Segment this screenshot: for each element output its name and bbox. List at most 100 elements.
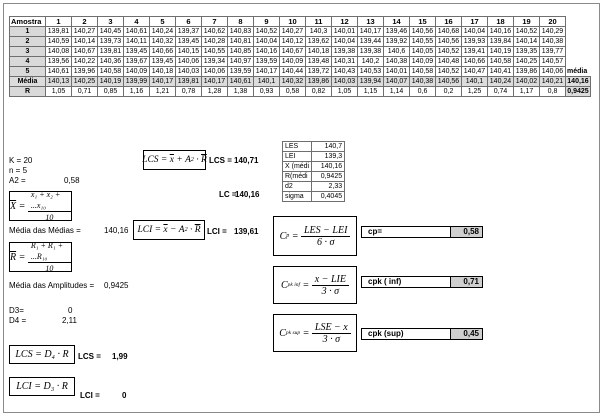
range-cell: 0,58 — [279, 86, 306, 97]
table-cell: 140,18 — [149, 66, 176, 77]
table-cell: 139,62 — [305, 36, 332, 47]
media-cell: 140,17 — [149, 76, 176, 87]
sample-header: 7 — [201, 16, 228, 27]
table-cell: 140,09 — [409, 56, 436, 67]
table-cell: 140,06 — [175, 56, 202, 67]
lcs-x-formula-text: LCS — [142, 155, 159, 165]
table-cell: 140,03 — [175, 66, 202, 77]
table-cell: 140,61 — [45, 66, 72, 77]
table-cell: 140,09 — [123, 66, 150, 77]
media-overall-value: 140,16 — [565, 76, 591, 87]
range-cell: 0,2 — [435, 86, 462, 97]
range-cell: 0,8 — [539, 86, 566, 97]
table-cell: 139,45 — [123, 46, 150, 57]
table-cell: 140,67 — [279, 46, 306, 57]
spec-key: X (médi — [281, 161, 313, 172]
table-cell: 139,38 — [331, 46, 358, 57]
spec-key: LEI — [281, 151, 313, 162]
d4-label: D4 = — [9, 316, 27, 325]
table-cell: 139,67 — [123, 56, 150, 67]
range-cell: 1,05 — [45, 86, 72, 97]
media-cell: 140,13 — [45, 76, 72, 87]
table-cell: 139,38 — [357, 46, 384, 57]
table-cell: 140,22 — [71, 56, 98, 67]
table-cell: 140,38 — [539, 36, 566, 47]
empty-cell — [566, 47, 591, 57]
media-medias-value: 140,16 — [104, 226, 129, 235]
range-cell: 0,71 — [71, 86, 98, 97]
table-cell: 139,73 — [97, 36, 124, 47]
table-cell: 140,12 — [279, 36, 306, 47]
table-cell: 140,58 — [409, 66, 436, 77]
cpk-inf-numerator: x − LIE — [311, 274, 349, 286]
k-value: K = 20 — [9, 156, 33, 165]
table-cell: 140,31 — [331, 56, 358, 67]
table-cell: 140,28 — [201, 36, 228, 47]
table-cell: 140,01 — [331, 26, 358, 37]
table-cell: 140,11 — [123, 36, 150, 47]
table-cell: 139,72 — [305, 66, 332, 77]
cp-numerator: LES − LEI — [301, 225, 351, 237]
table-cell: 140,14 — [71, 36, 98, 47]
sample-header: 20 — [539, 16, 566, 27]
table-cell: 139,93 — [461, 36, 488, 47]
lci-x-value: 139,61 — [234, 227, 259, 236]
sample-header: 8 — [227, 16, 254, 27]
empty-cell — [566, 37, 591, 47]
sample-header: 3 — [97, 16, 124, 27]
table-cell: 139,81 — [97, 46, 124, 57]
sample-header: 6 — [175, 16, 202, 27]
range-cell: 0,78 — [175, 86, 202, 97]
sample-header: 15 — [409, 16, 436, 27]
range-cell: 0,82 — [305, 86, 332, 97]
table-cell: 140,15 — [175, 46, 202, 57]
cpk-sup-label: cpk (sup) — [368, 329, 404, 338]
table-cell: 139,86 — [513, 66, 540, 77]
table-cell: 140,08 — [45, 46, 72, 57]
media-cell: 140,38 — [409, 76, 436, 87]
lci-r-value: 0 — [122, 391, 127, 400]
table-cell: 140,27 — [71, 26, 98, 37]
media-cell: 139,99 — [123, 76, 150, 87]
sample-header: 12 — [331, 16, 358, 27]
table-cell: 140,14 — [513, 36, 540, 47]
cp-value: 0,58 — [450, 227, 482, 237]
table-cell: 140,58 — [487, 56, 514, 67]
xbar-symbol: X — [10, 200, 17, 212]
table-cell: 140,25 — [513, 56, 540, 67]
table-cell: 140,04 — [253, 36, 280, 47]
sample-header: 13 — [357, 16, 384, 27]
table-cell: 140,67 — [71, 46, 98, 57]
row-label: 4 — [9, 56, 46, 67]
spec-value: 0,9425 — [311, 171, 346, 182]
sample-header: 9 — [253, 16, 280, 27]
lcs-r-label: LCS = — [78, 352, 101, 361]
table-cell: 140,68 — [435, 26, 462, 37]
table-cell: 139,77 — [539, 46, 566, 57]
table-cell: 139,46 — [383, 26, 410, 37]
table-cell: 140,32 — [149, 36, 176, 47]
table-cell: 140,52 — [513, 26, 540, 37]
sample-header: 17 — [461, 16, 488, 27]
table-cell: 139,81 — [45, 26, 72, 37]
range-cell: 1,21 — [149, 86, 176, 97]
media-medias-label: Média das Médias = — [9, 226, 81, 235]
table-cell: 140,29 — [539, 26, 566, 37]
row-label: 2 — [9, 36, 46, 47]
table-cell: 140,24 — [149, 26, 176, 37]
row-label: 5 — [9, 66, 46, 77]
sample-header: 1 — [45, 16, 72, 27]
cp-denominator: 6 · σ — [316, 236, 335, 248]
range-cell: 0,74 — [487, 86, 514, 97]
table-header-label: Amostra — [9, 16, 46, 27]
media-cell: 140,25 — [71, 76, 98, 87]
table-cell: 140,66 — [461, 56, 488, 67]
empty-cell — [566, 17, 591, 27]
lcs-r-formula-text: LCS = D₄ · R — [15, 349, 69, 360]
table-cell: 140,58 — [97, 66, 124, 77]
table-cell: 140,47 — [461, 66, 488, 77]
